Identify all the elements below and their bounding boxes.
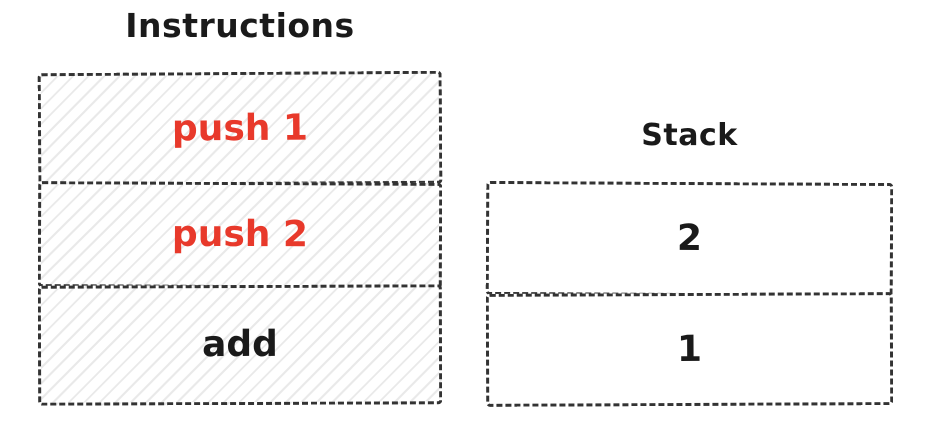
instructions-title: Instructions xyxy=(125,6,355,45)
stack-value-bottom: 1 xyxy=(676,328,703,370)
instruction-box-push-2: push 2 xyxy=(37,181,443,289)
stack-title: Stack xyxy=(641,118,738,153)
stack-slot-top: 2 xyxy=(485,180,894,298)
stack-value-top: 2 xyxy=(676,217,703,260)
instruction-box-add: add xyxy=(37,284,443,406)
instruction-label-push-1: push 1 xyxy=(171,107,309,149)
instruction-box-push-1: push 1 xyxy=(37,70,443,187)
instruction-label-add: add xyxy=(202,323,278,366)
stack-slot-bottom: 1 xyxy=(485,292,894,407)
instruction-label-push-2: push 2 xyxy=(171,213,309,256)
